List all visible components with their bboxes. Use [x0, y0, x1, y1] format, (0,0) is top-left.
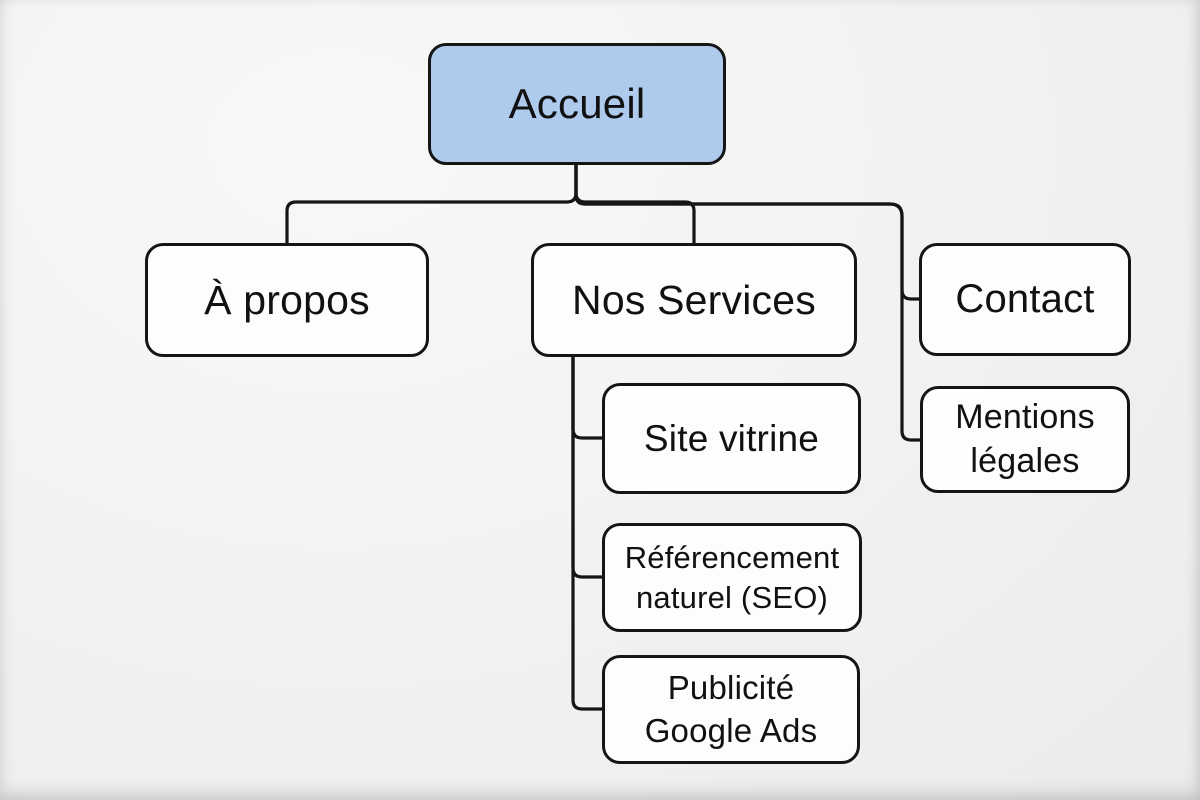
- node-referencement-seo-label: naturel (SEO): [635, 579, 829, 615]
- node-mentions-legales-label: légales: [970, 441, 1080, 480]
- node-referencement-seo: Référencement naturel (SEO): [602, 523, 862, 632]
- node-a-propos: À propos: [145, 243, 429, 357]
- node-mentions-legales: Mentions légales: [920, 386, 1130, 493]
- node-accueil: Accueil: [428, 43, 726, 165]
- edge-accueil-to-a-propos: [285, 165, 578, 243]
- node-contact: Contact: [919, 243, 1131, 356]
- edge-nos-services-to-publicite-google-ads: [571, 357, 602, 711]
- edge-accueil-to-mentions-legales: [574, 165, 920, 442]
- node-accueil-label: Accueil: [508, 80, 646, 128]
- node-publicite-google-ads-label: Google Ads: [644, 711, 818, 749]
- node-referencement-seo-label: Référencement: [624, 539, 840, 575]
- node-site-vitrine-label: Site vitrine: [643, 417, 820, 459]
- node-publicite-google-ads-label: Publicité: [667, 669, 795, 707]
- node-contact-label: Contact: [955, 276, 1095, 321]
- node-nos-services: Nos Services: [531, 243, 857, 357]
- node-nos-services-label: Nos Services: [572, 276, 816, 323]
- node-a-propos-label: À propos: [204, 276, 370, 323]
- edge-nos-services-to-site-vitrine: [571, 357, 602, 440]
- edge-nos-services-to-referencement-seo: [571, 357, 602, 579]
- node-site-vitrine: Site vitrine: [602, 383, 861, 494]
- node-mentions-legales-label: Mentions: [955, 397, 1095, 436]
